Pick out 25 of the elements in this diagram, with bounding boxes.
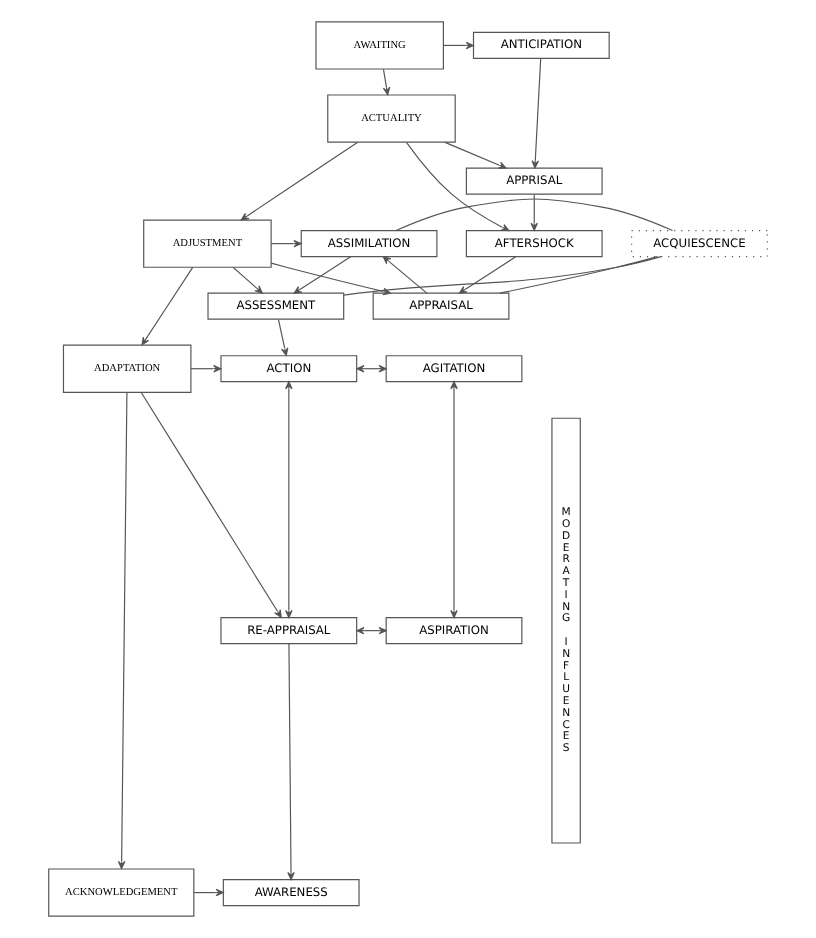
- arrow: [382, 256, 428, 294]
- arrow: [232, 267, 263, 294]
- connector: [343, 256, 662, 296]
- arrow: [270, 262, 392, 296]
- arrow: [458, 256, 517, 294]
- connector: [395, 198, 674, 232]
- arrow: [287, 643, 295, 881]
- arrow: [270, 239, 302, 248]
- arrow: [531, 57, 542, 169]
- arrow: [141, 266, 194, 346]
- arrow: [293, 256, 352, 294]
- arrow: [405, 141, 510, 232]
- arrow: [382, 68, 391, 96]
- arrow: [442, 41, 474, 50]
- arrow: [140, 391, 282, 618]
- arrow: [277, 318, 289, 356]
- arrow: [190, 364, 222, 373]
- arrow: [450, 381, 458, 619]
- connector: [499, 256, 659, 294]
- arrow: [444, 141, 507, 169]
- arrow: [530, 193, 539, 231]
- arrow: [193, 888, 224, 897]
- arrow: [117, 392, 128, 870]
- arrow: [285, 381, 293, 619]
- arrow: [240, 141, 359, 221]
